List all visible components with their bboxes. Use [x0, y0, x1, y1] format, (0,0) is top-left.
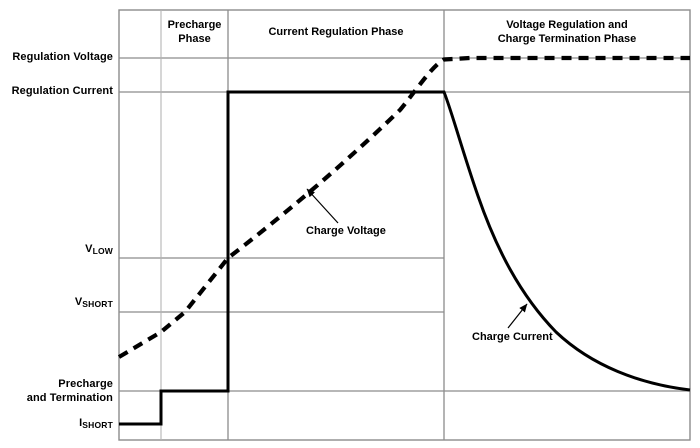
charge-current-curve: [119, 90, 691, 426]
charge-voltage-curve: [117, 55, 690, 359]
charge-current-leader-line: [507, 303, 528, 329]
annotation-charge-current: Charge Current: [472, 331, 553, 343]
phase-header-precharge: Precharge Phase: [161, 18, 228, 46]
axis-label-v-short: VSHORT: [0, 296, 113, 309]
phase-header-current-regulation-line1: Current Regulation Phase: [268, 26, 404, 38]
axis-label-v-short-sub: SHORT: [82, 299, 113, 309]
axis-label-precharge-and-termination: Precharge and Termination: [0, 377, 113, 405]
axis-label-i-short-sub: SHORT: [82, 420, 113, 430]
phase-header-voltage-regulation-line1: Voltage Regulation and: [506, 19, 628, 31]
phase-header-voltage-regulation: Voltage Regulation and Charge Terminatio…: [444, 18, 690, 46]
phase-header-precharge-line2: Phase: [178, 33, 211, 45]
axis-label-regulation-current: Regulation Current: [11, 85, 113, 97]
axis-label-i-short-main: I: [79, 417, 83, 429]
axis-label-v-short-main: V: [74, 296, 83, 308]
phase-header-voltage-regulation-line2: Charge Termination Phase: [497, 33, 637, 45]
axis-label-v-low-main: V: [85, 243, 93, 255]
axis-label-i-short: ISHORT: [0, 417, 113, 430]
annotation-charge-voltage: Charge Voltage: [306, 225, 386, 237]
axis-label-precharge-and-termination-line2: and Termination: [26, 392, 113, 404]
axis-label-regulation-voltage: Regulation Voltage: [12, 51, 113, 63]
phase-header-precharge-line1: Precharge: [167, 19, 222, 31]
axis-label-v-low-sub: LOW: [92, 246, 113, 256]
phase-header-current-regulation: Current Regulation Phase: [228, 25, 444, 39]
plot-frame: [118, 9, 691, 441]
axis-label-v-low: VLOW: [0, 243, 113, 256]
axis-label-precharge-and-termination-line1: Precharge: [58, 378, 113, 390]
charge-voltage-leader-line: [306, 188, 339, 224]
